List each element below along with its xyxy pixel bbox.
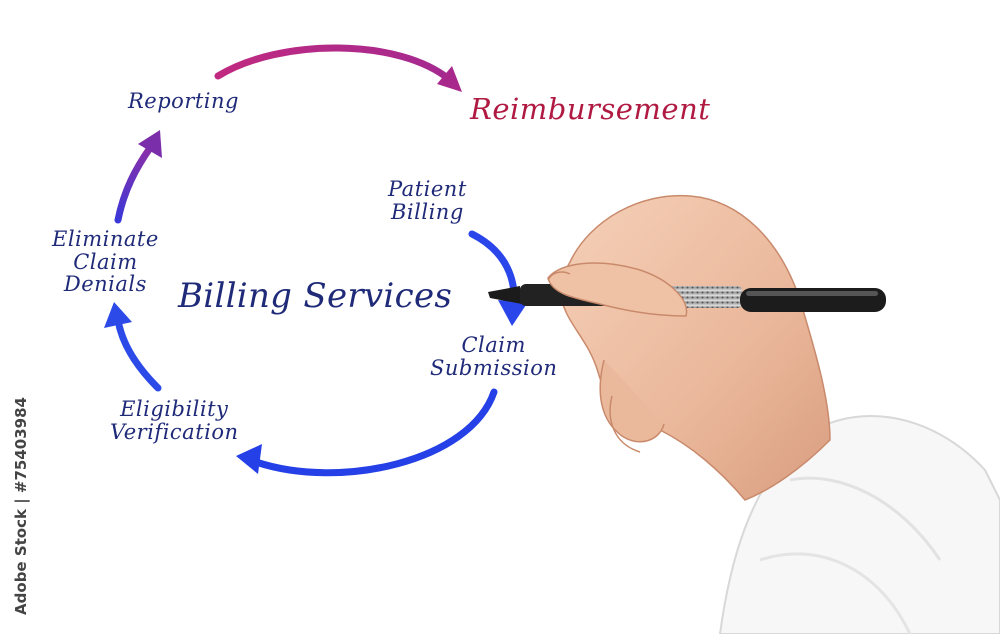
node-eliminate-claim-denials-line-1: Eliminate [52, 227, 159, 251]
node-eligibility-verification-line-1: Eligibility [120, 397, 229, 421]
arrow-reporting-to-reimbursement [214, 44, 462, 92]
diagram-title: Billing Services [178, 276, 453, 316]
node-reimbursement: Reimbursement [470, 92, 711, 126]
arrow-eligibility-to-eliminate-denials [104, 302, 162, 392]
arrow-patient-billing-to-claim-submission [468, 230, 528, 326]
hand-with-marker-illustration [488, 194, 1000, 634]
node-eliminate-claim-denials-line-2: Claim [73, 249, 138, 274]
node-claim-submission: Claim Submission [430, 334, 557, 379]
stock-watermark-id: Adobe Stock | #75403984 [8, 390, 34, 622]
node-eligibility-verification-line-2: Verification [110, 419, 239, 444]
node-reporting: Reporting [128, 89, 239, 113]
node-patient-billing-line-1: Patient [388, 177, 467, 201]
node-patient-billing-line-2: Billing [391, 199, 464, 224]
node-claim-submission-line-1: Claim [461, 333, 526, 357]
node-eligibility-verification: Eligibility Verification [110, 398, 239, 443]
arrow-claim-submission-to-eligibility [236, 388, 498, 477]
marker-pen [488, 284, 886, 312]
node-eliminate-claim-denials: Eliminate Claim Denials [52, 228, 159, 296]
hand [560, 194, 831, 501]
node-eliminate-claim-denials-line-3: Denials [63, 272, 147, 297]
stock-watermark-text: Adobe Stock | #75403984 [12, 397, 31, 615]
node-patient-billing: Patient Billing [388, 178, 467, 223]
thumb [547, 262, 688, 317]
node-claim-submission-line-2: Submission [430, 355, 558, 380]
arrow-eliminate-denials-to-reporting [114, 130, 162, 224]
